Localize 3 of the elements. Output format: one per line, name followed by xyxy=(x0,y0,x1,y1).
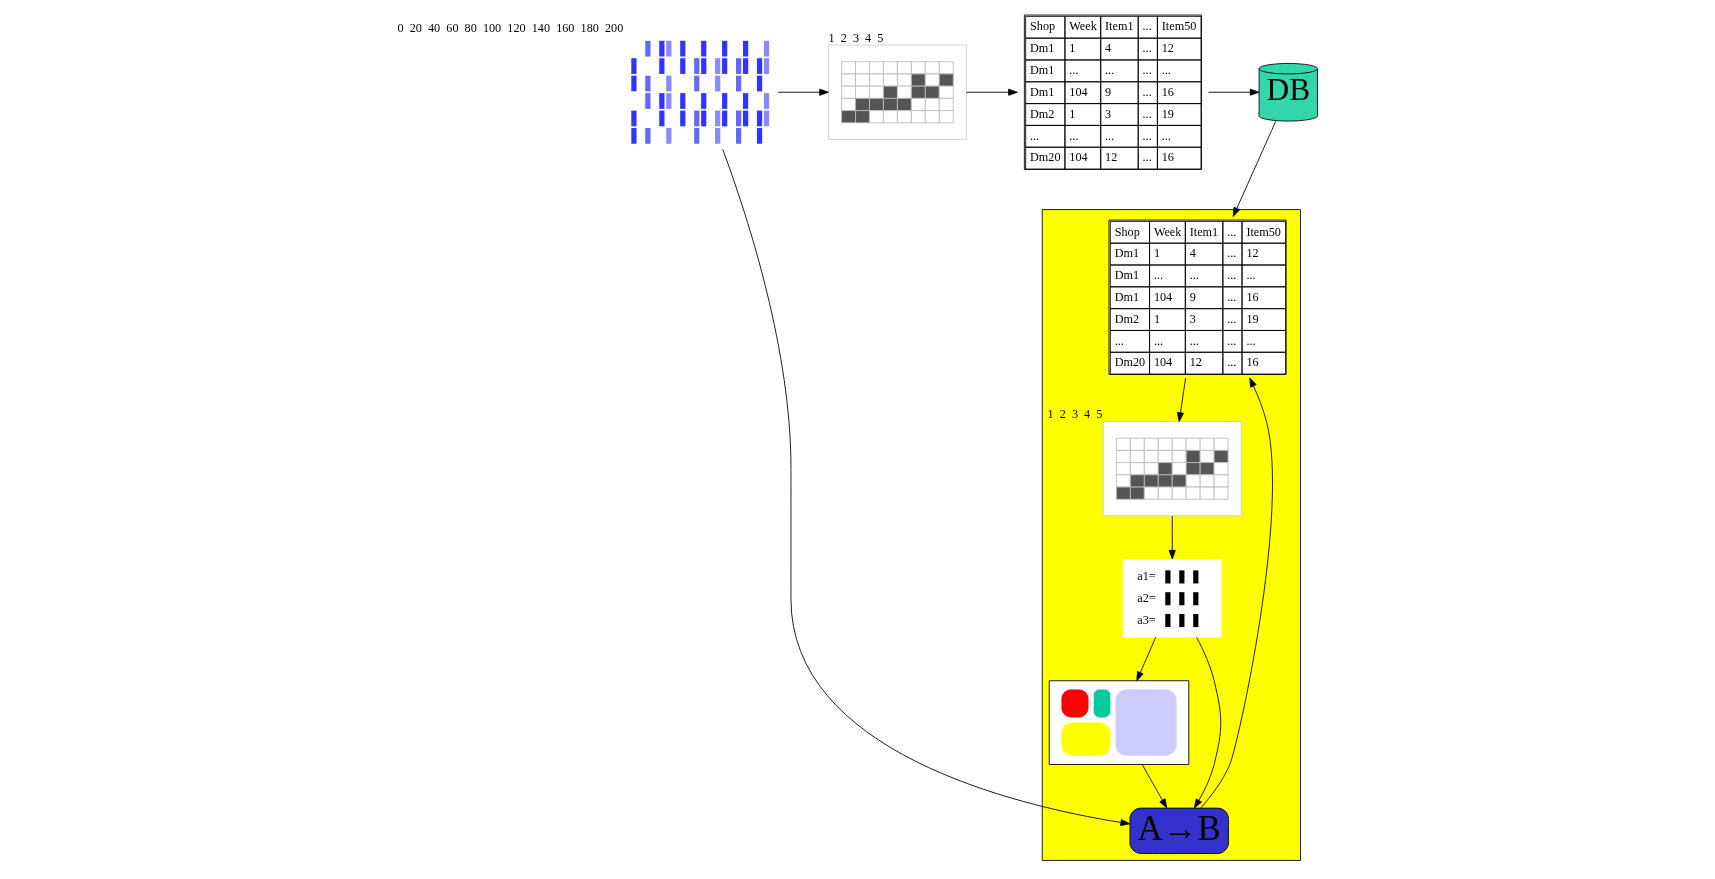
node-label: 1 2 3 4 5 xyxy=(828,30,884,45)
node-label: 1 2 3 4 5 xyxy=(1047,407,1103,422)
node-label: 0 20 40 60 80 100 120 140 160 180 200 xyxy=(397,21,624,36)
